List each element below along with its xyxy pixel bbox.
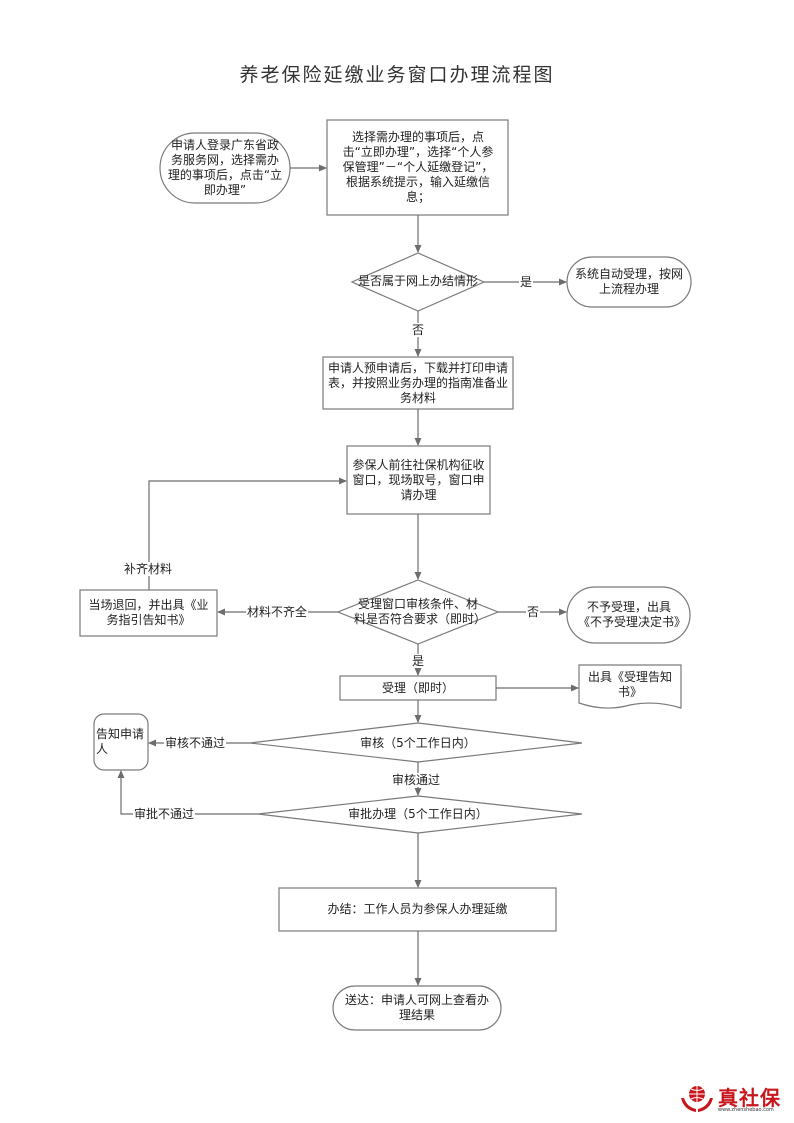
edge-supplement-loop — [148, 477, 347, 590]
complete-node: 办结：工作人员为参保人办理延缴 — [327, 902, 508, 916]
approve-node: 审批办理（5个工作日内） — [348, 806, 488, 821]
select-item-node-shape — [326, 119, 509, 216]
complete-node-shape — [278, 887, 557, 932]
start-node: 申请人登录广东省政务服务网，选择需办理的事项后，点击“立即办理” — [167, 138, 283, 197]
brand-logo: 真社保 www.zhenshebao.com — [678, 1080, 790, 1118]
go-window-node-shape — [346, 445, 491, 515]
edge-label-review-pass: 审核通过 — [391, 773, 442, 787]
review-node: 审核（5个工作日内） — [360, 735, 476, 750]
reject-node: 不予受理，出具《不予受理决定书》 — [578, 600, 687, 629]
brand-name: 真社保 — [718, 1086, 781, 1110]
edge-label-no-window: 否 — [526, 605, 541, 619]
window-check-node: 受理窗口审核条件、材料是否符合要求（即时） — [354, 597, 487, 626]
auto-accept-node-shape — [566, 256, 692, 308]
edge-label-yes-online: 是 — [519, 275, 534, 289]
globe-hands-icon — [681, 1086, 713, 1112]
accept-notice-node: 出具《受理告知书》 — [587, 670, 672, 699]
accept-node: 受理（即时） — [381, 680, 454, 695]
notify-applicant-node: 告知申请人 — [96, 727, 145, 756]
auto-accept-node: 系统自动受理，按网上流程办理 — [575, 267, 684, 296]
edge-label-review-fail: 审核不通过 — [164, 736, 227, 750]
pre-apply-node-shape — [322, 356, 514, 410]
edge-approve-fail — [117, 770, 258, 815]
edge-label-supplement: 补齐材料 — [123, 562, 174, 576]
select-item-node: 选择需办理的事项后，点击“立即办理”，选择“个人参保管理”－“个人延缴登记”，根… — [342, 129, 494, 204]
online-decision-node: 是否属于网上办结情形 — [358, 273, 479, 288]
reject-node-shape — [566, 586, 691, 644]
edge-label-no-online: 否 — [411, 323, 426, 337]
page-title: 养老保险延缴业务窗口办理流程图 — [239, 64, 555, 86]
deliver-node: 送达：申请人可网上查看办理结果 — [344, 993, 489, 1022]
return-docs-node-shape — [79, 589, 218, 637]
accept-node-shape — [339, 675, 497, 701]
edge-label-yes-window: 是 — [411, 654, 426, 668]
go-window-node: 参保人前往社保机构征收窗口，现场取号，窗口申请办理 — [352, 457, 485, 502]
deliver-node-shape — [332, 985, 502, 1031]
accept-notice-document-shape — [578, 664, 682, 709]
edge-label-approve-fail: 审批不通过 — [133, 807, 196, 821]
pre-apply-node: 申请人预申请后，下载并打印申请表，并按照业务办理的指南准备业务材料 — [328, 360, 509, 405]
return-docs-node: 当场退回，并出具《业务指引告知书》 — [88, 598, 209, 627]
edge-label-incomplete: 材料不齐全 — [246, 605, 309, 619]
brand-url: www.zhenshebao.com — [718, 1107, 774, 1113]
